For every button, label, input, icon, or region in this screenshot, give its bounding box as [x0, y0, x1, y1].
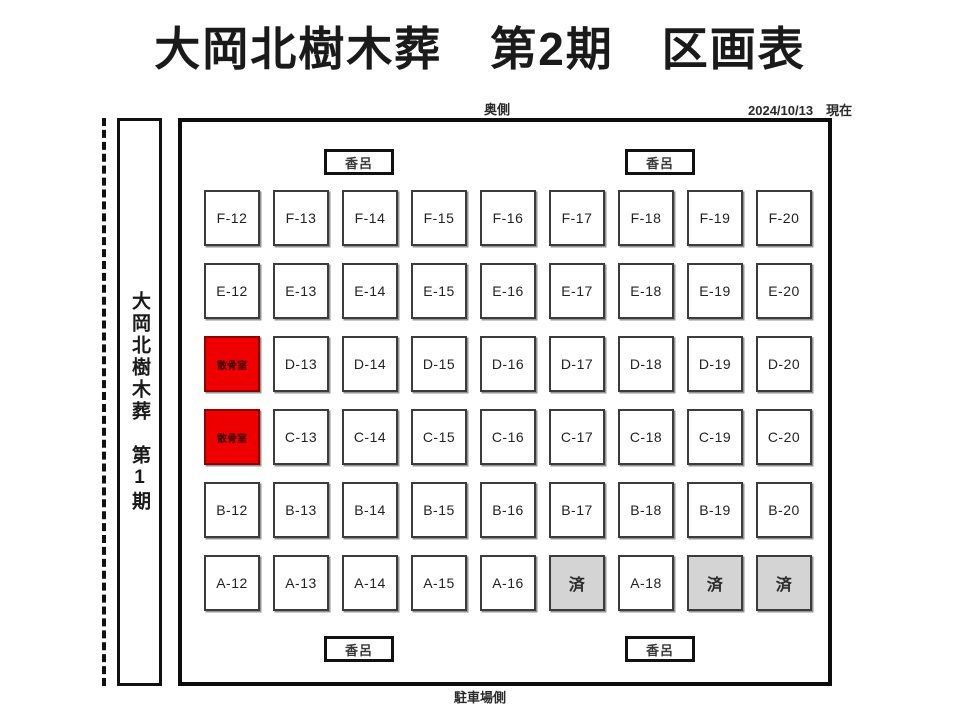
phase1-dashed-divider	[102, 118, 106, 686]
as-of-date-label: 2024/10/13 現在	[748, 103, 853, 118]
plot-cell[interactable]: E-16	[480, 263, 536, 319]
plot-cell[interactable]: D-20	[756, 336, 812, 392]
plot-cell[interactable]: A-15	[411, 555, 467, 611]
plot-cell[interactable]: C-15	[411, 409, 467, 465]
plot-cell[interactable]: E-18	[618, 263, 674, 319]
plot-cell[interactable]: B-15	[411, 482, 467, 538]
plot-cell[interactable]: C-16	[480, 409, 536, 465]
plot-cell[interactable]: E-20	[756, 263, 812, 319]
incense-holder-top-right: 香呂	[625, 149, 695, 175]
plot-cell[interactable]: B-19	[687, 482, 743, 538]
plot-cell[interactable]: E-12	[204, 263, 260, 319]
plot-cell[interactable]: D-16	[480, 336, 536, 392]
plot-cell[interactable]: C-17	[549, 409, 605, 465]
page-title: 大岡北樹木葬 第2期 区画表	[154, 23, 806, 75]
plot-cell[interactable]: B-12	[204, 482, 260, 538]
plot-cell[interactable]: F-19	[687, 190, 743, 246]
incense-holder-bottom-left: 香呂	[324, 636, 394, 662]
plot-cell[interactable]: F-17	[549, 190, 605, 246]
phase1-vertical-label: 大岡北樹木葬 第1期	[129, 291, 150, 513]
plot-cell-sold[interactable]: 済	[756, 555, 812, 611]
incense-holder-top-left: 香呂	[324, 149, 394, 175]
plot-cell[interactable]: C-14	[342, 409, 398, 465]
plot-cell[interactable]: B-20	[756, 482, 812, 538]
plot-cell[interactable]: F-14	[342, 190, 398, 246]
plot-cell[interactable]: D-18	[618, 336, 674, 392]
plot-cell-sold[interactable]: 済	[549, 555, 605, 611]
plot-cell[interactable]: A-12	[204, 555, 260, 611]
plot-cell[interactable]: F-13	[273, 190, 329, 246]
plot-cell[interactable]: A-13	[273, 555, 329, 611]
plot-cell[interactable]: E-19	[687, 263, 743, 319]
plot-cell[interactable]: F-12	[204, 190, 260, 246]
plot-cell[interactable]: C-19	[687, 409, 743, 465]
plot-cell[interactable]: F-20	[756, 190, 812, 246]
ossuary-cell[interactable]: 散骨室	[204, 409, 260, 465]
plot-cell[interactable]: B-14	[342, 482, 398, 538]
plot-cell[interactable]: A-16	[480, 555, 536, 611]
plot-cell[interactable]: D-13	[273, 336, 329, 392]
plot-cell[interactable]: B-18	[618, 482, 674, 538]
plot-cell[interactable]: B-17	[549, 482, 605, 538]
plot-cell-sold[interactable]: 済	[687, 555, 743, 611]
plot-cell[interactable]: F-16	[480, 190, 536, 246]
plot-cell[interactable]: D-14	[342, 336, 398, 392]
plot-cell[interactable]: F-15	[411, 190, 467, 246]
plot-cell[interactable]: E-13	[273, 263, 329, 319]
plot-cell[interactable]: D-15	[411, 336, 467, 392]
plot-cell[interactable]: A-18	[618, 555, 674, 611]
plot-cell[interactable]: B-13	[273, 482, 329, 538]
plot-cell[interactable]: C-18	[618, 409, 674, 465]
plot-cell[interactable]: A-14	[342, 555, 398, 611]
plot-cell[interactable]: B-16	[480, 482, 536, 538]
plot-cell[interactable]: C-13	[273, 409, 329, 465]
plot-cell[interactable]: E-14	[342, 263, 398, 319]
ossuary-cell[interactable]: 散骨室	[204, 336, 260, 392]
phase1-section: 大岡北樹木葬 第1期	[117, 118, 162, 686]
plot-cell[interactable]: E-17	[549, 263, 605, 319]
plot-cell[interactable]: C-20	[756, 409, 812, 465]
plot-cell[interactable]: F-18	[618, 190, 674, 246]
plot-cell[interactable]: D-17	[549, 336, 605, 392]
plot-cell[interactable]: E-15	[411, 263, 467, 319]
incense-holder-bottom-right: 香呂	[625, 636, 695, 662]
parking-side-label: 駐車場側	[453, 690, 506, 705]
back-side-label: 奥側	[484, 102, 511, 117]
plot-cell[interactable]: D-19	[687, 336, 743, 392]
